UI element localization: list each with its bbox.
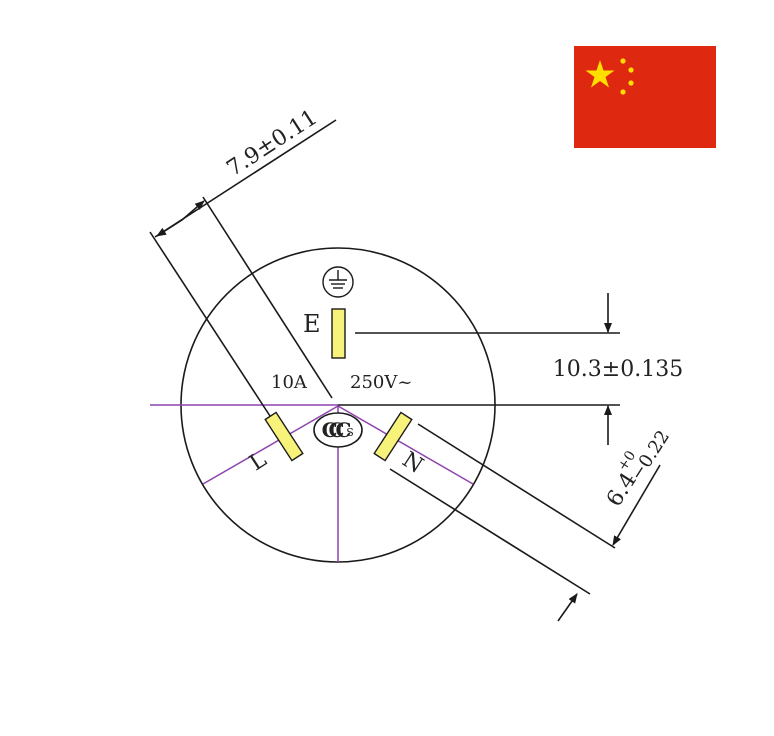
current-rating: 10A [271, 372, 308, 393]
live-pin [264, 411, 304, 462]
earth-ground-icon [322, 266, 354, 298]
earth-offset-dimension: 10.3±0.135 [553, 357, 683, 382]
small-star-icon [620, 58, 626, 64]
neutral-label: N [398, 447, 428, 478]
small-star-icon [628, 67, 634, 73]
svg-text:S: S [346, 426, 354, 439]
large-star-icon [585, 60, 615, 88]
earth-label: E [303, 310, 321, 338]
pin-spacing-dimension: 7.9±0.11 [223, 105, 323, 182]
live-label: L [245, 447, 271, 476]
voltage-rating: 250V~ [350, 372, 412, 393]
earth-pin [331, 308, 346, 359]
ccc-certification-mark: CCC S [313, 412, 363, 448]
dimension-lines [149, 119, 620, 595]
dimension-arrows [156, 200, 661, 622]
china-flag [574, 46, 716, 148]
guide-lines [150, 404, 474, 562]
small-star-icon [628, 80, 634, 86]
small-star-icon [620, 89, 626, 95]
neutral-pin [373, 411, 413, 462]
